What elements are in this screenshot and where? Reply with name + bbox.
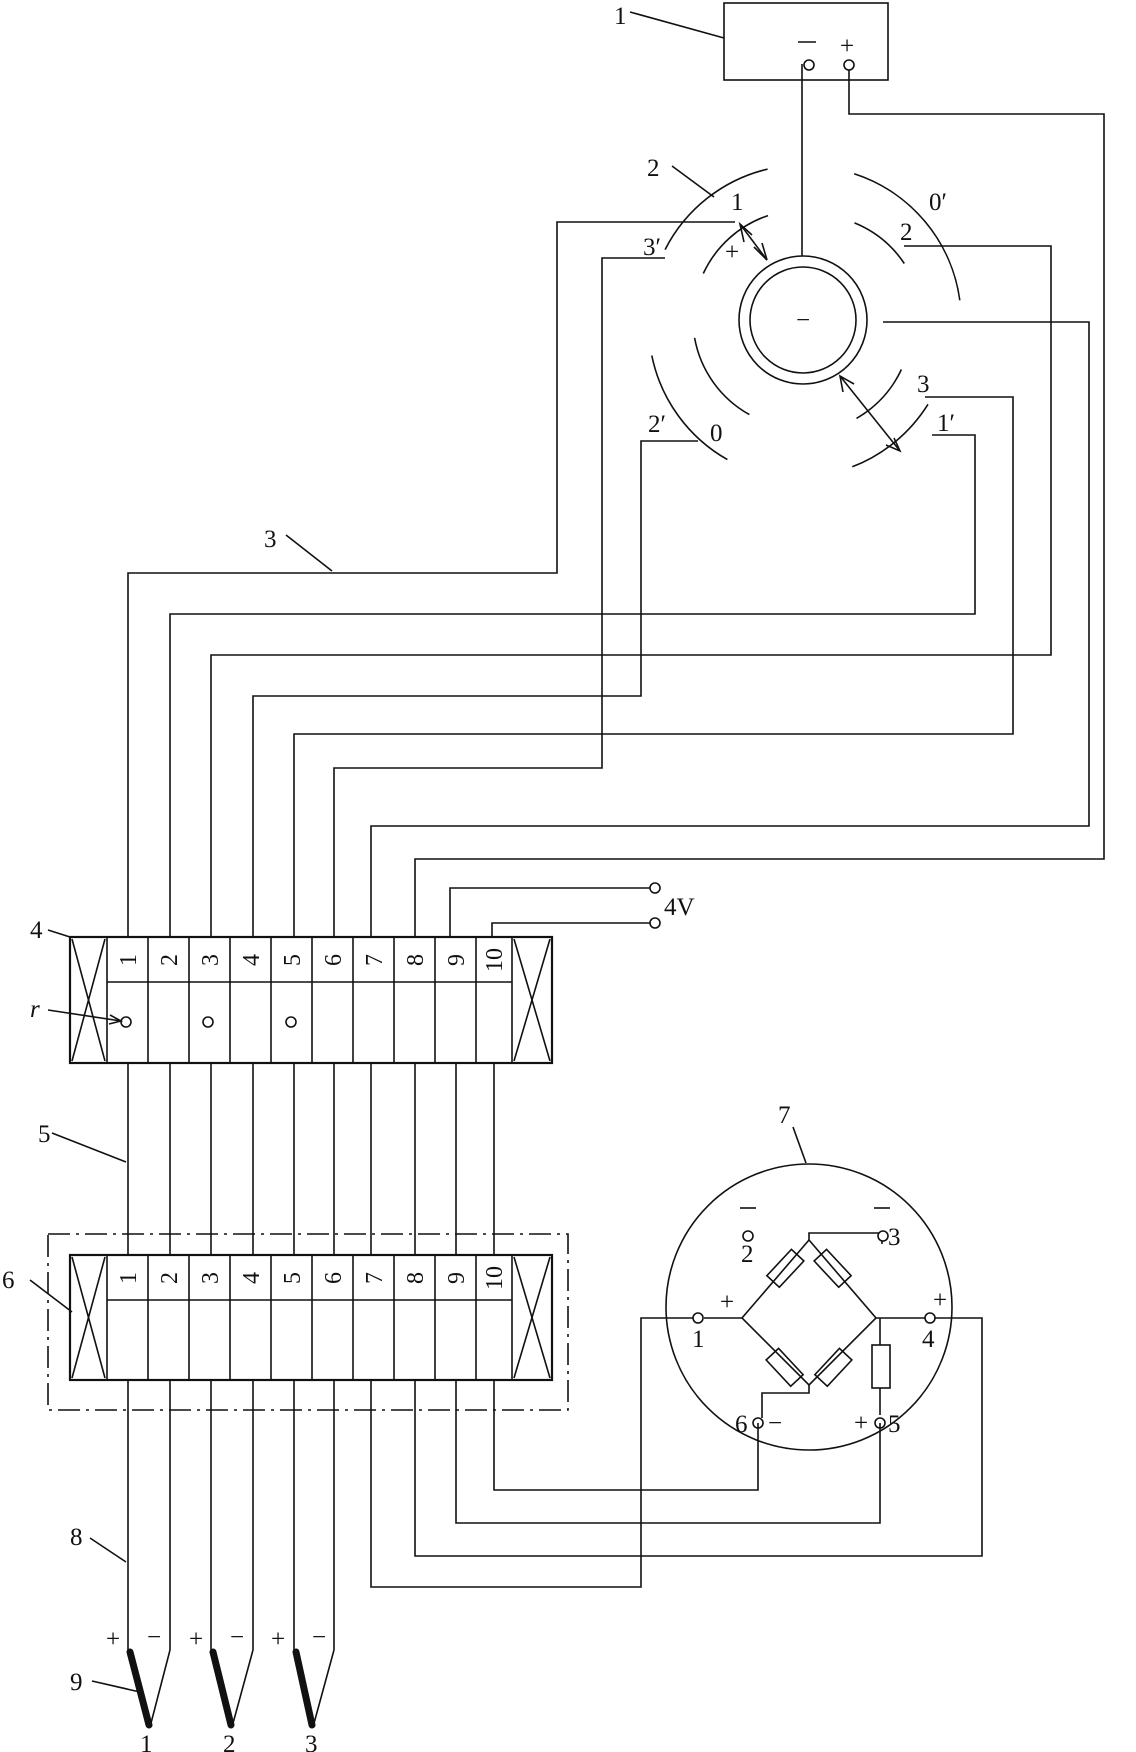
top-terminal-5: 5 (280, 954, 306, 966)
power-negative-terminal (803, 59, 815, 71)
bottom-terminal-6: 6 (321, 1272, 347, 1284)
bridge-label-2: 2 (741, 1241, 754, 1268)
terminal-block-top: 1 2 3 4 5 6 7 8 9 10 r 4 (30, 917, 554, 1065)
power-plus-sign: + (840, 33, 854, 60)
callout-5: 5 (38, 1121, 51, 1148)
callout-1: 1 (614, 3, 627, 30)
switch-hub-sign: − (796, 307, 810, 334)
thermocouple-1-minus: − (147, 1624, 161, 1651)
top-terminal-10: 10 (482, 948, 508, 972)
callout-7: 7 (778, 1102, 791, 1129)
callout-3: 3 (264, 526, 277, 553)
switch-contact-0-prime: 0′ (929, 189, 947, 216)
supply-4v-terminal-a (649, 882, 661, 894)
bridge-label-4: 4 (922, 1326, 935, 1353)
thermocouple-3-probe (292, 1648, 316, 1729)
switch-contact-3-prime: 3′ (643, 234, 661, 261)
thermocouple-2-label: 2 (223, 1731, 236, 1752)
top-terminal-3: 3 (198, 954, 224, 966)
voltage-4v-label: 4V (664, 894, 695, 921)
resistor-r-point-5 (285, 1016, 297, 1028)
thermocouple-2-probe (209, 1648, 235, 1729)
bridge-wiring (370, 1317, 983, 1588)
bottom-terminal-10: 10 (482, 1266, 508, 1290)
callout-6: 6 (2, 1267, 15, 1294)
bridge-plus-4: + (933, 1287, 947, 1314)
callout-2: 2 (647, 155, 660, 182)
switch-contact-2-prime: 2′ (648, 411, 666, 438)
bridge-minus-6: − (768, 1410, 782, 1437)
switch-contact-1-prime: 1′ (937, 410, 955, 437)
switch-plus-sign: + (725, 239, 739, 266)
connecting-cable: 5 (38, 1063, 495, 1256)
top-terminal-8: 8 (403, 954, 429, 966)
bottom-terminal-4: 4 (239, 1272, 265, 1284)
terminal-block-bottom: 1 2 3 4 5 6 7 8 9 10 6 (2, 1233, 569, 1411)
callout-9: 9 (70, 1669, 83, 1696)
rotary-switch: − 1 3′ + 0′ 2 3 1′ 2′ 0 2 (643, 155, 961, 468)
bridge-terminal-1 (692, 1312, 704, 1324)
thermocouple-2-minus: − (230, 1624, 244, 1651)
bridge-plus-1: + (720, 1289, 734, 1316)
switch-wiring: 4V 3 (127, 221, 1090, 938)
supply-4v-terminal-b (649, 917, 661, 929)
bottom-terminal-7: 7 (362, 1272, 388, 1284)
bridge-terminal-3 (877, 1230, 889, 1242)
bottom-terminal-9: 9 (444, 1272, 470, 1284)
callout-4: 4 (30, 917, 43, 944)
resistor-r-label: r (30, 996, 40, 1023)
bridge-terminal-2 (742, 1230, 754, 1242)
top-terminal-2: 2 (157, 954, 183, 966)
thermocouples: + − + − + − 1 2 3 8 9 (70, 1380, 335, 1752)
power-supply: + 1 (414, 2, 1105, 938)
top-terminal-7: 7 (362, 954, 388, 966)
bottom-terminal-1: 1 (116, 1272, 142, 1284)
bridge-label-3: 3 (888, 1224, 901, 1251)
bottom-terminal-2: 2 (157, 1272, 183, 1284)
switch-contact-2: 2 (900, 219, 913, 246)
top-terminal-6: 6 (321, 954, 347, 966)
callout-8: 8 (70, 1524, 83, 1551)
thermocouple-1-plus: + (106, 1626, 120, 1653)
bridge-plus-5: + (854, 1410, 868, 1437)
power-positive-terminal (843, 59, 855, 71)
top-terminal-1: 1 (116, 954, 142, 966)
bottom-terminal-3: 3 (198, 1272, 224, 1284)
top-terminal-9: 9 (444, 954, 470, 966)
resistor-r-point-3 (202, 1016, 214, 1028)
bottom-terminal-5: 5 (280, 1272, 306, 1284)
bridge-circuit: 1 + 2 3 4 + + 5 6 − 7 (665, 1102, 953, 1451)
thermocouple-1-probe (126, 1648, 153, 1729)
bridge-label-5: 5 (888, 1411, 901, 1438)
switch-contact-0: 0 (710, 420, 723, 447)
switch-contact-3: 3 (917, 371, 930, 398)
thermocouple-1-label: 1 (140, 1731, 153, 1752)
bottom-terminal-8: 8 (403, 1272, 429, 1284)
thermocouple-3-plus: + (271, 1626, 285, 1653)
top-terminal-4: 4 (239, 954, 265, 966)
resistor-r-point-1 (120, 1016, 132, 1028)
bridge-label-1: 1 (692, 1326, 705, 1353)
bridge-label-6: 6 (735, 1411, 748, 1438)
bridge-terminal-4 (924, 1312, 936, 1324)
thermocouple-2-plus: + (189, 1626, 203, 1653)
switch-contact-1: 1 (731, 189, 744, 216)
thermocouple-3-minus: − (312, 1624, 326, 1651)
thermocouple-3-label: 3 (305, 1731, 318, 1752)
